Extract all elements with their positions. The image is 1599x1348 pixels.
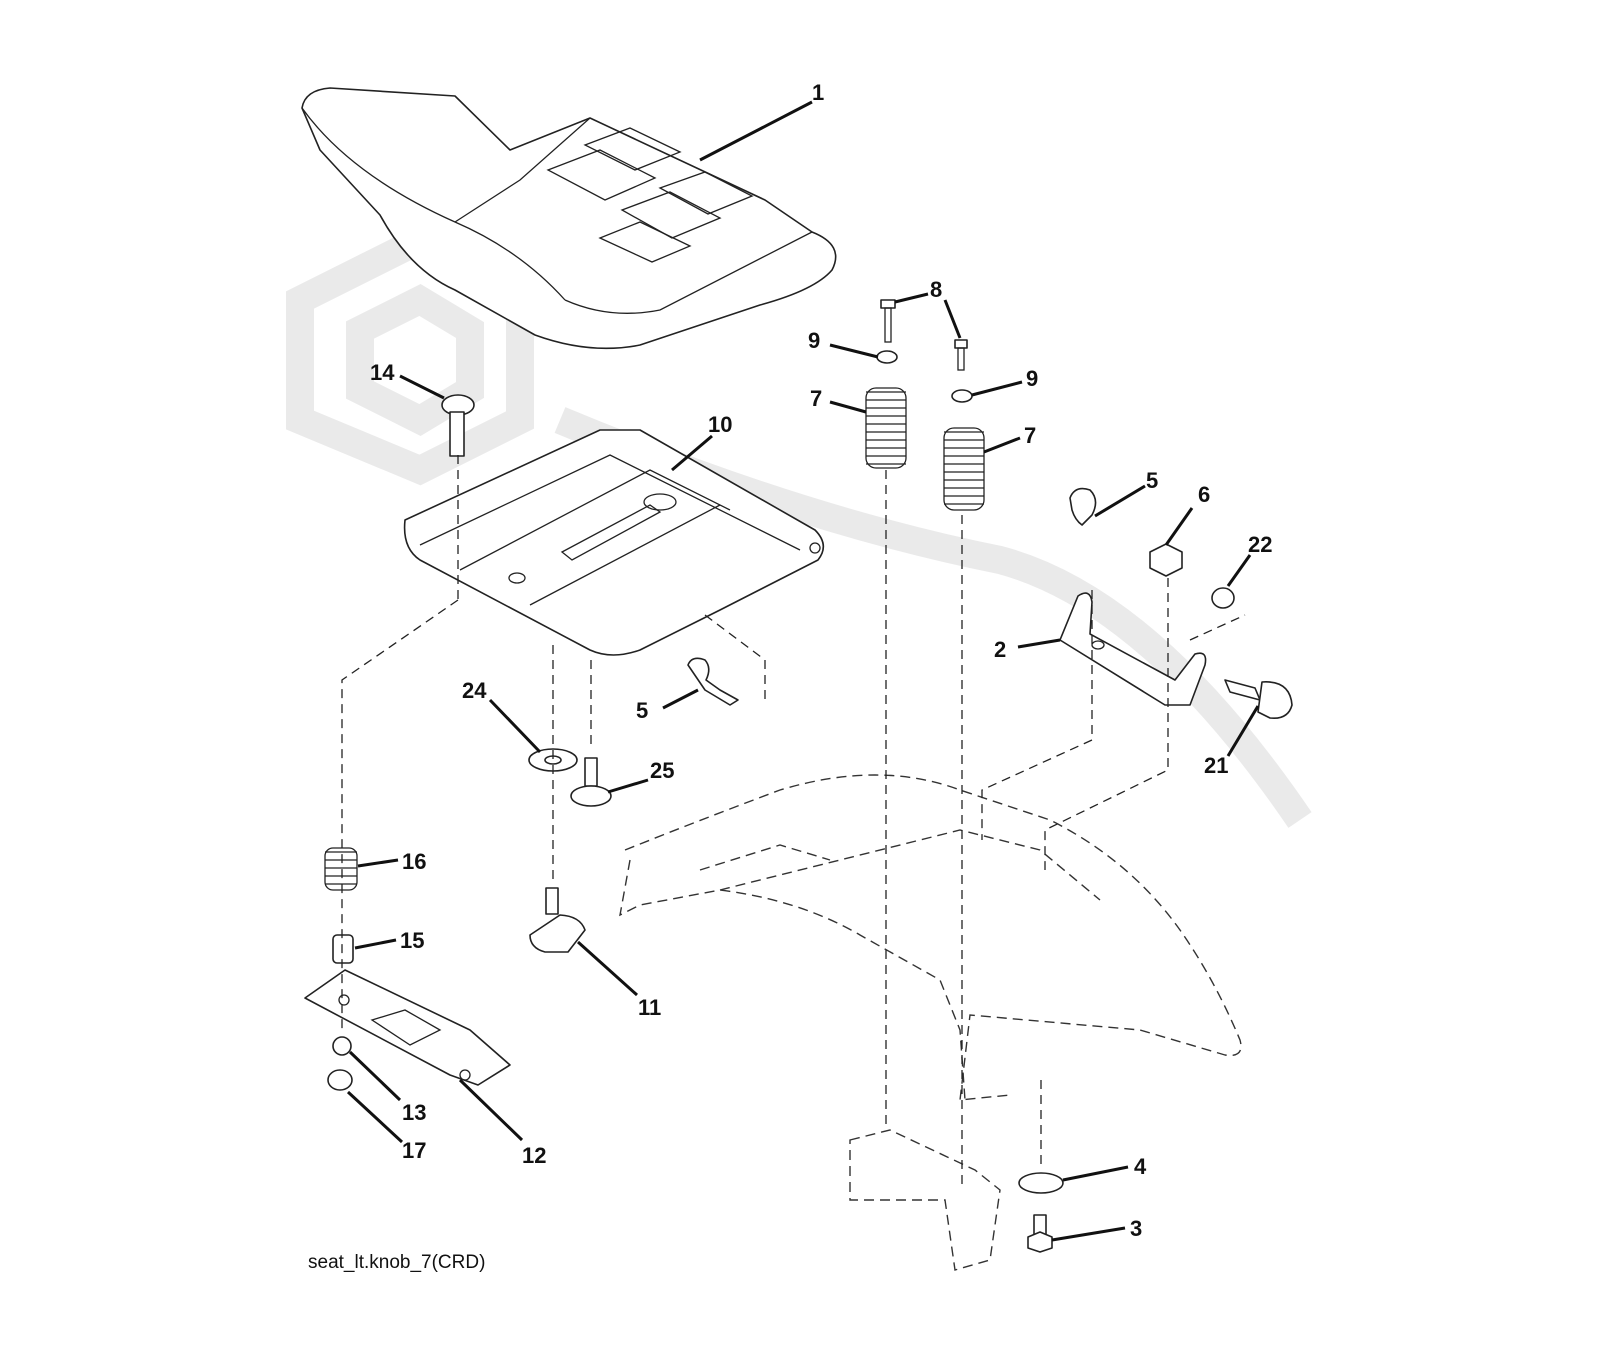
callout-14: 14	[370, 360, 395, 385]
seat-part	[301, 87, 837, 350]
seat-pan-part	[403, 429, 825, 656]
bracket-hardware-part	[687, 487, 1293, 720]
callout-10: 10	[708, 412, 732, 437]
callout-25: 25	[650, 758, 674, 783]
callout-1: 1	[812, 80, 824, 105]
washer-bolt-part	[1018, 1172, 1064, 1253]
assembly-lines	[341, 455, 1246, 1190]
seat-slide-hardware-part	[304, 847, 511, 1091]
callout-13: 13	[402, 1100, 426, 1125]
spring-assembly-part	[865, 299, 985, 511]
callout-15: 15	[400, 928, 424, 953]
callout-12: 12	[522, 1143, 546, 1168]
callout-7-right: 7	[1024, 423, 1036, 448]
callout-9-right: 9	[1026, 366, 1038, 391]
callout-17: 17	[402, 1138, 426, 1163]
callout-labels: 1 2 3 4 5 5 6 7 7 8 9 9 10 11 12 13 14 1…	[370, 80, 1272, 1241]
diagram-caption: seat_lt.knob_7(CRD)	[308, 1252, 486, 1273]
callout-2: 2	[994, 637, 1006, 662]
callout-5-clip: 5	[1146, 468, 1158, 493]
leader-lines	[346, 100, 1260, 1242]
callout-11: 11	[638, 995, 661, 1020]
callout-7-left: 7	[810, 386, 822, 411]
seat-adjust-hardware-part	[528, 748, 612, 953]
tractor-frame-reference	[619, 774, 1242, 1271]
callout-3: 3	[1130, 1216, 1142, 1241]
callout-8: 8	[930, 277, 942, 302]
callout-24: 24	[462, 678, 487, 703]
callout-21: 21	[1204, 753, 1228, 778]
callout-9-left: 9	[808, 328, 820, 353]
carriage-bolt-part	[441, 394, 475, 457]
callout-4: 4	[1134, 1154, 1147, 1179]
callout-16: 16	[402, 849, 426, 874]
callout-22: 22	[1248, 532, 1272, 557]
callout-6: 6	[1198, 482, 1210, 507]
callout-5-pan: 5	[636, 698, 648, 723]
